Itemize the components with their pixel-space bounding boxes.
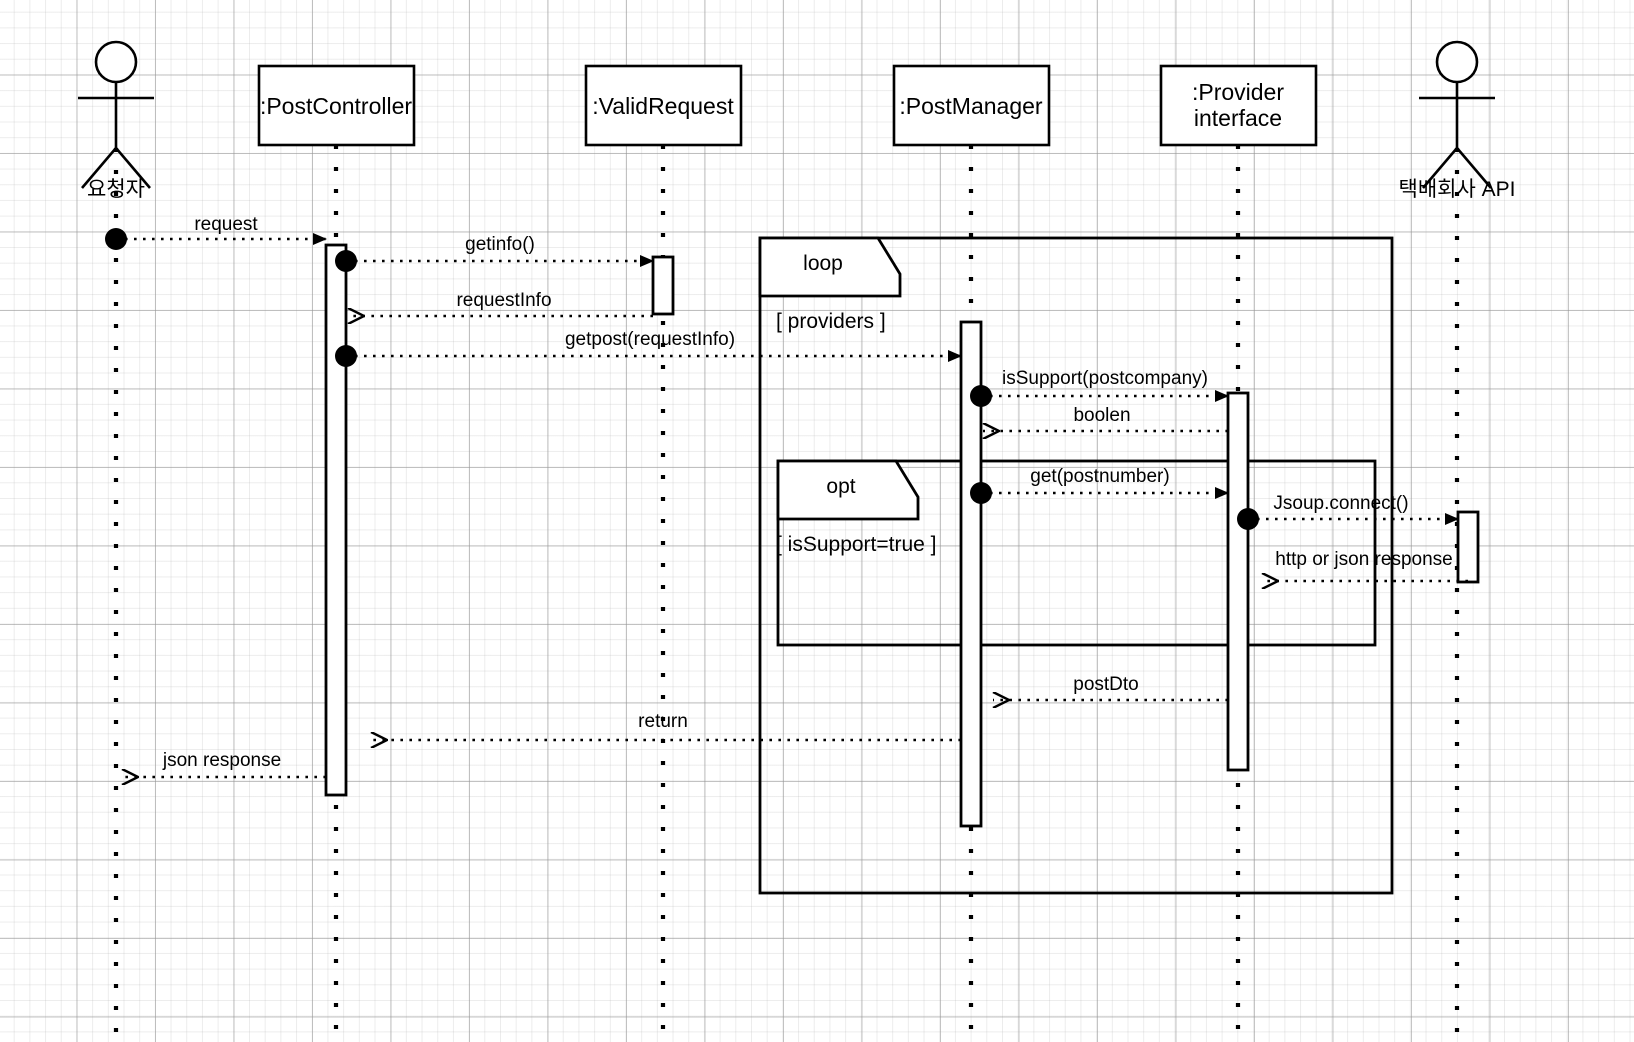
fragment-border-opt-issupport xyxy=(776,459,1377,647)
participant-label-controller: :PostController xyxy=(259,92,413,119)
participant-label-manager: :PostManager xyxy=(899,92,1043,119)
message-label-m10: postDto xyxy=(1073,674,1139,695)
fragment-opt-issupport[interactable] xyxy=(776,459,1377,647)
activation-bar-validreq[interactable] xyxy=(651,255,675,316)
message-label-m3: requestInfo xyxy=(456,290,552,311)
actor-head-api xyxy=(1435,40,1479,84)
fragment-tab-loop-providers xyxy=(758,236,902,298)
actor-leg-left-api xyxy=(1422,147,1458,189)
message-origin-dot-m8 xyxy=(1237,508,1259,530)
participant-label-api: 택배회사 API xyxy=(1398,178,1516,201)
actor-head-requester xyxy=(94,40,138,84)
message-m1[interactable] xyxy=(105,228,327,250)
fragment-guard-opt-issupport: [ isSupport=true ] xyxy=(776,533,937,556)
actor-leg-right-api xyxy=(1456,147,1492,189)
message-origin-dot-m7 xyxy=(970,482,992,504)
actor-leg-left-requester xyxy=(81,147,117,189)
message-label-m8: Jsoup.connect() xyxy=(1273,493,1409,514)
fragment-border-loop-providers xyxy=(758,236,1394,895)
message-m5[interactable] xyxy=(970,385,1229,407)
message-origin-dot-m2 xyxy=(335,250,357,272)
message-label-m12: json response xyxy=(162,750,282,771)
fragment-tab-opt-issupport xyxy=(776,459,920,521)
actor-leg-right-requester xyxy=(115,147,151,189)
message-origin-dot-m5 xyxy=(970,385,992,407)
message-origin-dot-m4 xyxy=(335,345,357,367)
activation-bar-api[interactable] xyxy=(1456,510,1480,584)
activation-bar-manager[interactable] xyxy=(959,320,983,828)
message-m2[interactable] xyxy=(335,250,654,272)
actor-figure-api[interactable] xyxy=(1419,40,1495,189)
fragment-guard-loop-providers: [ providers ] xyxy=(776,310,886,333)
participant-box-controller[interactable] xyxy=(257,64,416,147)
message-m4[interactable] xyxy=(335,345,962,367)
message-label-m6: boolen xyxy=(1073,405,1131,426)
participant-label-provider-line-1: interface xyxy=(1193,104,1283,131)
message-label-m7: get(postnumber) xyxy=(1030,466,1170,487)
participant-label-provider-line-0: :Provider xyxy=(1191,78,1285,105)
fragment-operator-loop-providers: loop xyxy=(803,252,843,275)
actor-figure-requester[interactable] xyxy=(78,40,154,189)
message-origin-dot-m1 xyxy=(105,228,127,250)
message-m7[interactable] xyxy=(970,482,1229,504)
fragment-loop-providers[interactable] xyxy=(758,236,1394,895)
message-label-m9: http or json response xyxy=(1275,549,1453,570)
message-label-m2: getinfo() xyxy=(465,234,535,255)
activation-bar-provider[interactable] xyxy=(1226,391,1250,772)
message-label-m11: return xyxy=(638,711,688,732)
message-m8[interactable] xyxy=(1237,508,1459,530)
participant-label-requester: 요청자 xyxy=(87,178,145,201)
message-label-m5: isSupport(postcompany) xyxy=(1002,368,1208,389)
fragments-group xyxy=(758,236,1394,895)
activation-bar-controller[interactable] xyxy=(324,243,348,797)
message-label-m1: request xyxy=(194,214,258,235)
participant-box-validreq[interactable] xyxy=(584,64,743,147)
message-label-m4: getpost(requestInfo) xyxy=(564,329,736,350)
activations-group xyxy=(324,243,1480,828)
participant-label-validreq: :ValidRequest xyxy=(592,92,734,119)
messages-group xyxy=(105,228,1468,777)
fragment-operator-opt-issupport: opt xyxy=(826,475,856,498)
lifelines-group xyxy=(78,40,1495,1034)
